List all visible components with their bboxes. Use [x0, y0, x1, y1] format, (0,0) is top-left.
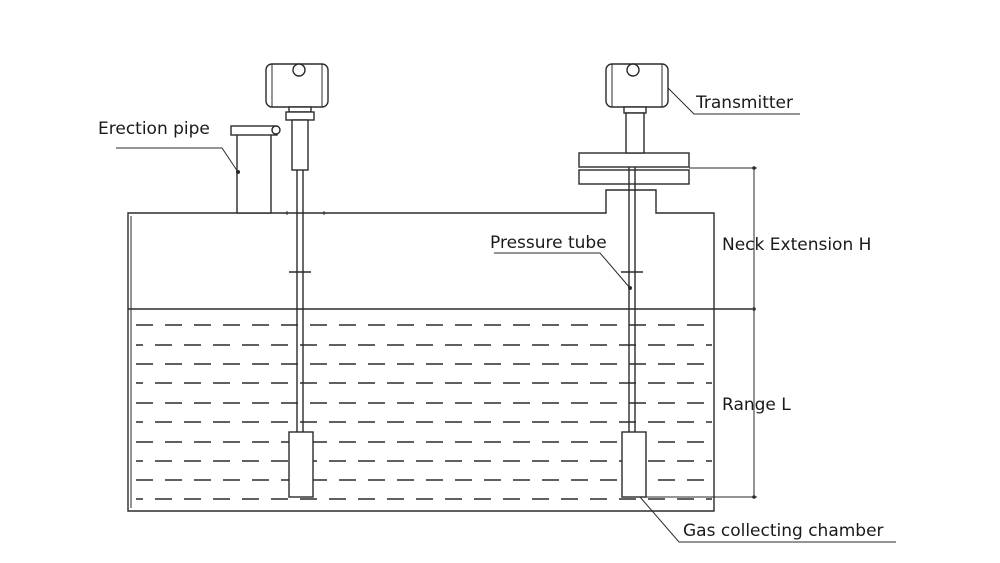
clamp-bolt [271, 125, 281, 135]
dim-dot-2 [752, 307, 756, 311]
left-gas-chamber [288, 431, 314, 498]
label-pressure-tube: Pressure tube [490, 233, 607, 253]
leader-transmitter [667, 87, 800, 115]
leader-erection-pipe [116, 147, 239, 173]
erection-pipe [236, 132, 272, 214]
right-transmitter [605, 63, 669, 154]
neck-flange-top [578, 152, 690, 168]
liquid-dashes [136, 324, 712, 500]
leader-pressure-tube [494, 252, 631, 289]
label-transmitter: Transmitter [695, 93, 793, 113]
leader-dot-pressure [628, 286, 632, 290]
left-transmitter [265, 63, 329, 171]
leader-dot-erection [236, 170, 240, 174]
right-gas-chamber [621, 431, 647, 498]
label-range: Range L [722, 395, 791, 415]
dim-dot-3 [752, 495, 756, 499]
label-erection-pipe: Erection pipe [98, 119, 210, 139]
label-gas-chamber: Gas collecting chamber [683, 521, 884, 541]
tank-outline [127, 189, 715, 512]
leader-gas-chamber [639, 496, 896, 543]
erection-clamp [230, 125, 278, 136]
label-neck-extension: Neck Extension H [722, 235, 871, 255]
dim-dot-1 [752, 166, 756, 170]
neck-flange-bottom [578, 169, 690, 185]
